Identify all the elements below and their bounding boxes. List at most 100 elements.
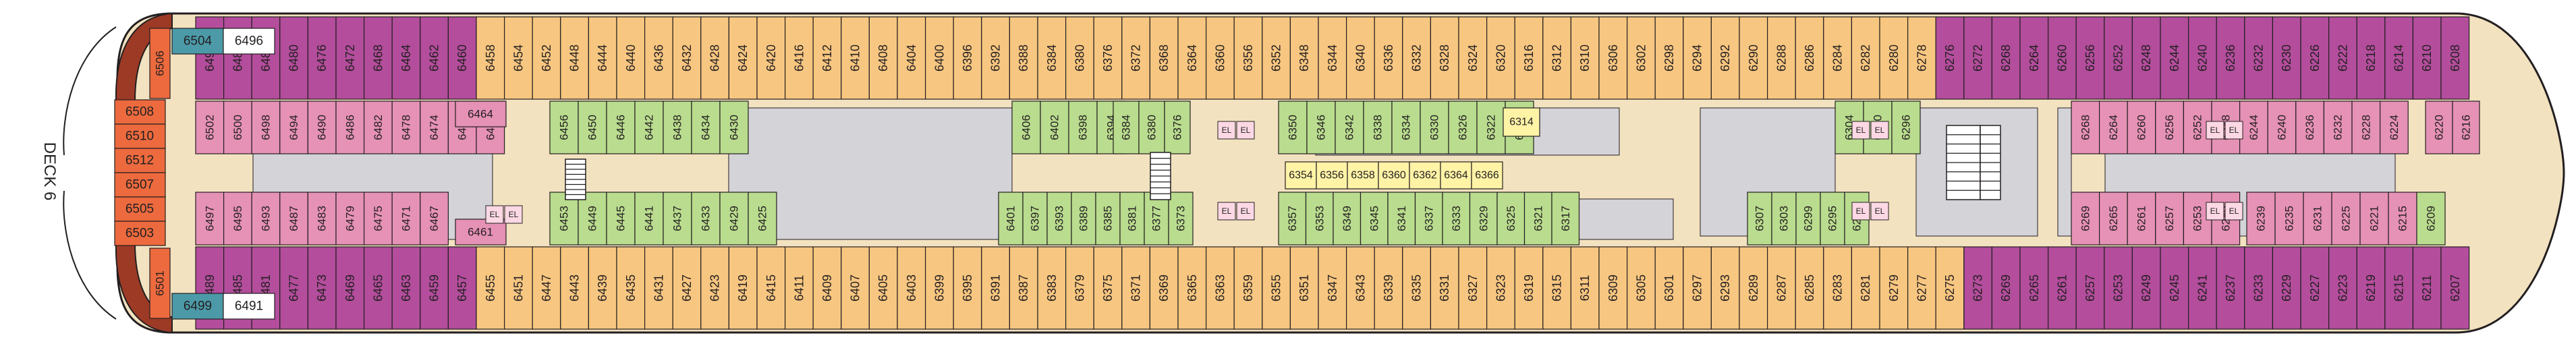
aft-suite[interactable]: [114, 221, 166, 246]
aft-cabin[interactable]: [171, 293, 224, 320]
cabin[interactable]: [981, 16, 1011, 100]
cabin[interactable]: [1476, 100, 1506, 154]
cabin[interactable]: [1285, 161, 1317, 190]
cabin[interactable]: [307, 192, 337, 246]
cabin[interactable]: [2246, 192, 2276, 246]
cabin[interactable]: [2216, 16, 2245, 100]
cabin[interactable]: [1168, 192, 1194, 246]
cabin[interactable]: [2328, 246, 2357, 330]
cabin[interactable]: [391, 16, 421, 100]
cabin[interactable]: [1040, 100, 1069, 154]
cabin[interactable]: [1598, 16, 1628, 100]
cabin[interactable]: [2380, 100, 2409, 154]
cabin[interactable]: [1306, 100, 1336, 154]
cabin[interactable]: [2412, 16, 2442, 100]
cabin[interactable]: [1011, 100, 1041, 154]
cabin[interactable]: [1289, 16, 1319, 100]
cabin[interactable]: [447, 246, 477, 330]
cabin[interactable]: [2351, 100, 2381, 154]
cabin[interactable]: [868, 246, 898, 330]
cabin[interactable]: [2356, 16, 2386, 100]
cabin[interactable]: [532, 246, 561, 330]
cabin[interactable]: [606, 100, 636, 154]
cabin[interactable]: [616, 16, 646, 100]
cabin[interactable]: [1471, 161, 1503, 190]
cabin[interactable]: [1333, 192, 1362, 246]
cabin[interactable]: [279, 100, 308, 154]
cabin[interactable]: [1093, 246, 1123, 330]
cabin[interactable]: [2188, 16, 2217, 100]
cabin[interactable]: [1879, 16, 1909, 100]
cabin[interactable]: [728, 246, 758, 330]
cabin[interactable]: [897, 246, 926, 330]
cabin[interactable]: [616, 246, 646, 330]
cabin[interactable]: [503, 246, 533, 330]
cabin[interactable]: [2440, 16, 2470, 100]
cabin[interactable]: [1037, 246, 1067, 330]
cabin[interactable]: [279, 246, 308, 330]
cabin[interactable]: [2303, 192, 2332, 246]
cabin[interactable]: [1851, 16, 1880, 100]
cabin[interactable]: [1627, 16, 1656, 100]
cabin[interactable]: [1233, 16, 1263, 100]
cabin[interactable]: [420, 246, 449, 330]
cabin[interactable]: [223, 100, 252, 154]
cabin[interactable]: [2440, 246, 2470, 330]
cabin[interactable]: [644, 16, 673, 100]
cabin[interactable]: [1440, 161, 1472, 190]
cabin[interactable]: [279, 16, 308, 100]
cabin[interactable]: [1458, 246, 1488, 330]
cabin[interactable]: [2160, 16, 2189, 100]
aft-cabin[interactable]: [223, 293, 275, 320]
cabin[interactable]: [1121, 246, 1151, 330]
cabin[interactable]: [1795, 16, 1824, 100]
cabin[interactable]: [1496, 192, 1525, 246]
cabin[interactable]: [1149, 246, 1179, 330]
cabin[interactable]: [1963, 246, 1993, 330]
cabin[interactable]: [307, 246, 337, 330]
cabin[interactable]: [812, 246, 842, 330]
cabin[interactable]: [1391, 100, 1421, 154]
cabin[interactable]: [2160, 246, 2189, 330]
cabin[interactable]: [700, 16, 730, 100]
cabin[interactable]: [363, 246, 393, 330]
cabin[interactable]: [1335, 100, 1364, 154]
cabin[interactable]: [1420, 100, 1449, 154]
cabin[interactable]: [503, 16, 533, 100]
aft-suite[interactable]: [114, 196, 166, 222]
cabin[interactable]: [1458, 16, 1488, 100]
cabin[interactable]: [1363, 100, 1393, 154]
cabin[interactable]: [1503, 107, 1540, 137]
cabin[interactable]: [1654, 246, 1684, 330]
cabin[interactable]: [420, 192, 449, 246]
cabin[interactable]: [2075, 16, 2105, 100]
cabin[interactable]: [2295, 100, 2325, 154]
cabin[interactable]: [307, 16, 337, 100]
cabin[interactable]: [672, 246, 702, 330]
cabin[interactable]: [1121, 16, 1151, 100]
cabin[interactable]: [1820, 192, 1845, 246]
cabin[interactable]: [1262, 16, 1291, 100]
cabin[interactable]: [2048, 246, 2077, 330]
cabin[interactable]: [195, 100, 225, 154]
cabin[interactable]: [606, 192, 636, 246]
cabin[interactable]: [335, 246, 365, 330]
cabin[interactable]: [1683, 16, 1712, 100]
cabin[interactable]: [1795, 192, 1821, 246]
cabin[interactable]: [1113, 100, 1140, 154]
cabin[interactable]: [1823, 16, 1853, 100]
cabin[interactable]: [691, 192, 721, 246]
cabin[interactable]: [672, 16, 702, 100]
cabin[interactable]: [1486, 16, 1515, 100]
cabin[interactable]: [1430, 246, 1459, 330]
cabin[interactable]: [532, 16, 561, 100]
cabin[interactable]: [2384, 16, 2414, 100]
cabin[interactable]: [1205, 246, 1235, 330]
cabin[interactable]: [1542, 16, 1572, 100]
cabin[interactable]: [1360, 192, 1389, 246]
cabin[interactable]: [634, 192, 664, 246]
cabin[interactable]: [2331, 192, 2361, 246]
cabin[interactable]: [195, 192, 225, 246]
cabin[interactable]: [588, 246, 617, 330]
